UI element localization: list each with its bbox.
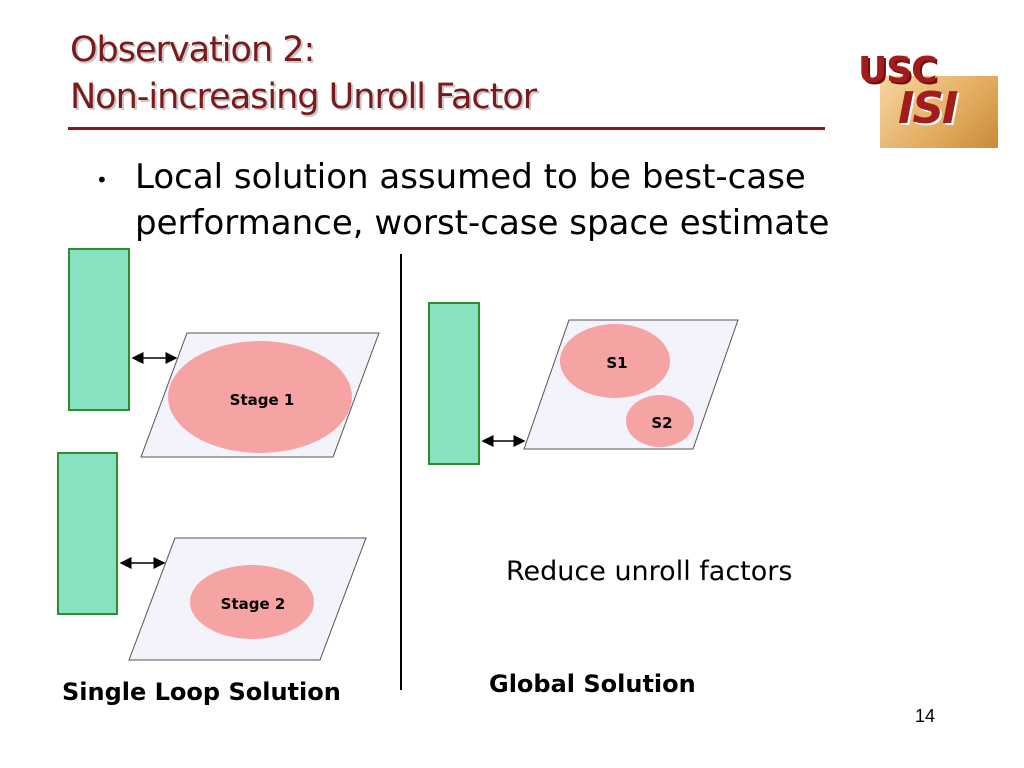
bullet-icon: • bbox=[96, 168, 108, 192]
slide-title-line-1: Observation 2: bbox=[70, 30, 315, 70]
logo-usc-text: USC bbox=[858, 50, 938, 91]
global-solution-caption: Global Solution bbox=[489, 670, 696, 698]
logo-isi-text: ISI bbox=[898, 83, 958, 134]
memory-block-2 bbox=[57, 452, 118, 615]
memory-block-global bbox=[428, 302, 480, 465]
single-loop-caption: Single Loop Solution bbox=[62, 678, 341, 706]
reduce-unroll-note: Reduce unroll factors bbox=[506, 556, 793, 587]
s2-label: S2 bbox=[651, 414, 672, 432]
logo-background bbox=[880, 76, 998, 148]
stage2-ellipse bbox=[190, 565, 314, 639]
s1-ellipse bbox=[560, 324, 670, 398]
bullet-text: Local solution assumed to be best-case p… bbox=[135, 157, 830, 243]
memory-block-1 bbox=[68, 248, 130, 411]
usc-isi-logo: USC ISI bbox=[850, 50, 1000, 150]
slide-title-line-2: Non-increasing Unroll Factor bbox=[70, 77, 537, 117]
s2-ellipse bbox=[626, 395, 694, 447]
stage1-label: Stage 1 bbox=[230, 391, 295, 409]
stage1-ellipse bbox=[168, 341, 352, 453]
s1-label: S1 bbox=[606, 354, 627, 372]
title-underline bbox=[68, 127, 825, 130]
page-number: 14 bbox=[915, 706, 936, 726]
stage2-label: Stage 2 bbox=[221, 595, 286, 613]
